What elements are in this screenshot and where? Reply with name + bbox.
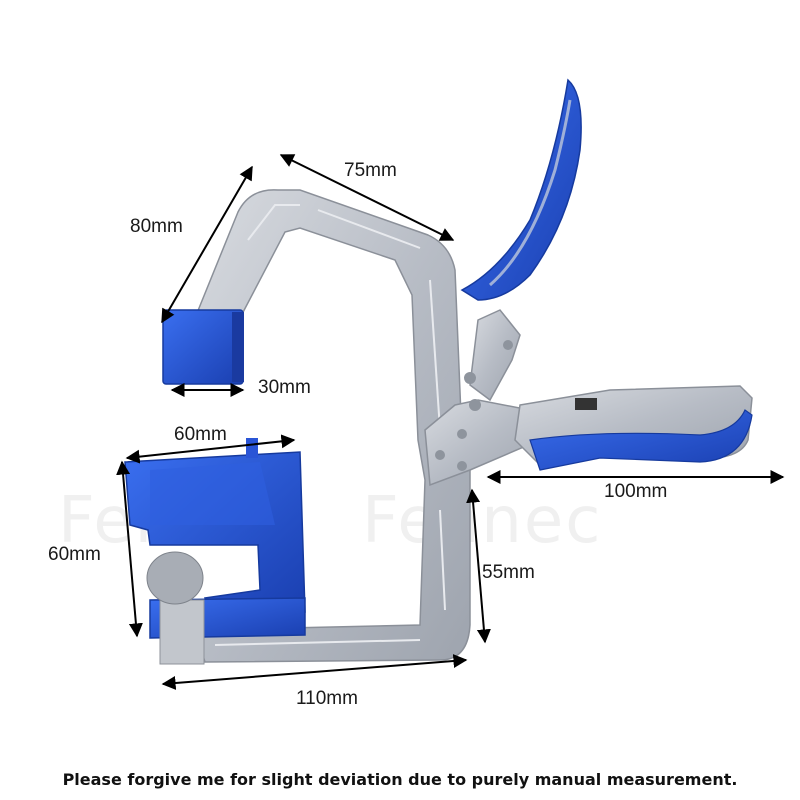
dim-line-60-height [116,460,143,638]
dim-label-30mm: 30mm [258,377,311,398]
dim-label-80mm: 80mm [130,216,183,237]
top-jaw-pad [162,309,244,385]
lever-mechanism [424,309,541,487]
corner-block [124,438,306,639]
dim-line-80 [161,165,253,324]
measurement-disclaimer: Please forgive me for slight deviation d… [62,770,738,789]
dim-line-60-width [125,434,296,464]
dim-line-110 [161,654,468,690]
dim-label-55mm: 55mm [482,562,535,583]
dim-line-75 [279,154,455,241]
dim-label-60mm-width: 60mm [174,424,227,445]
lower-handle [514,385,753,471]
dim-line-55 [466,488,491,644]
dim-label-110mm: 110mm [296,688,358,709]
dimension-lines [116,154,785,690]
dim-label-100mm: 100mm [604,481,668,502]
upper-handle [460,78,582,301]
dim-label-75mm: 75mm [344,160,397,181]
pressure-pad [146,551,205,665]
dim-label-60mm-height: 60mm [48,544,101,565]
